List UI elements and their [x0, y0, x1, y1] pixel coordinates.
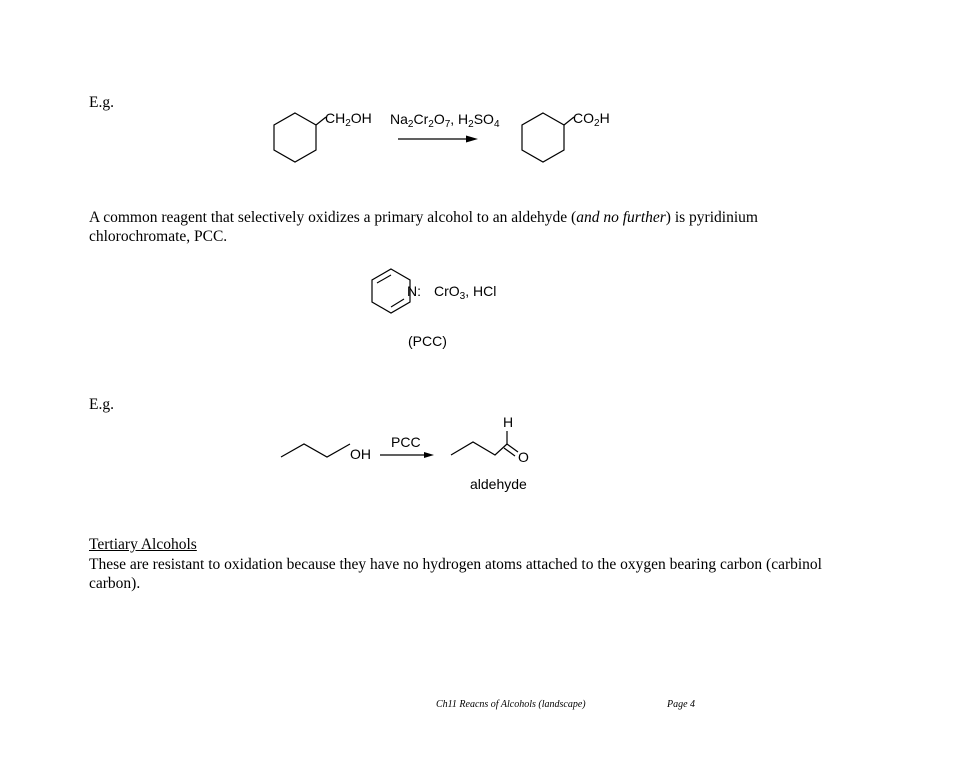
aldehyde-caption: aldehyde [470, 476, 527, 492]
arrow-head-1 [466, 135, 478, 143]
reagent-subscript: 2 [428, 119, 434, 130]
reagent-text: SO [473, 111, 494, 127]
pcc-arrow-label: PCC [391, 434, 421, 450]
reagent-subscript: 4 [493, 119, 500, 130]
reagent-text: O [433, 111, 445, 127]
pyridine-n-label: N: [407, 283, 421, 299]
cyclohexane-ring-right [521, 112, 565, 163]
ch2oh-label: CH2OH [325, 110, 372, 129]
h-label: H [503, 414, 514, 430]
reagent-text: Cr [413, 111, 429, 127]
tertiary-body: These are resistant to oxidation because… [89, 556, 822, 592]
reagent-text: , H [450, 111, 469, 127]
reagent-text: Na [390, 111, 408, 127]
butanol-chain [280, 443, 351, 458]
pyridine-double-bond-1 [376, 274, 392, 284]
footer-title: Ch11 Reacns of Alcohols (landscape) [436, 699, 586, 710]
arrow-head-2 [424, 452, 434, 458]
butanal-chain [450, 441, 508, 456]
example-label-1: E.g. [89, 94, 114, 111]
emphasis-text: and no further [576, 209, 666, 226]
oh-label: OH [350, 446, 371, 462]
reagent-subscript: 7 [444, 119, 451, 130]
o-label: O [518, 449, 529, 465]
bond-co2h [563, 116, 575, 126]
reagent-na2cr2o7-h2so4: Na2Cr2O7, H2SO4 [390, 111, 500, 130]
co2h-label: CO2H [573, 110, 610, 129]
pyridine-double-bond-3 [378, 283, 404, 299]
pcc-paragraph: A common reagent that selectively oxidiz… [89, 209, 758, 245]
reagent-subscript: 2 [468, 119, 474, 130]
example-label-2: E.g. [89, 396, 114, 413]
footer-page: Page 4 [667, 699, 696, 710]
pcc-caption: (PCC) [408, 333, 447, 349]
pyridine-ring [371, 268, 411, 314]
aldehyde-c-o-bond-b [503, 447, 516, 457]
cyclohexane-ring-left [273, 112, 317, 163]
pyridine-double-bond-2 [390, 298, 405, 308]
tertiary-heading: Tertiary Alcohols [89, 536, 197, 553]
cro3-hcl-label: CrO3, HCl [434, 283, 497, 302]
reagent-subscript: 2 [407, 119, 414, 130]
aldehyde-c-o-bond-a [506, 443, 519, 453]
bond-ch2oh [315, 116, 327, 126]
